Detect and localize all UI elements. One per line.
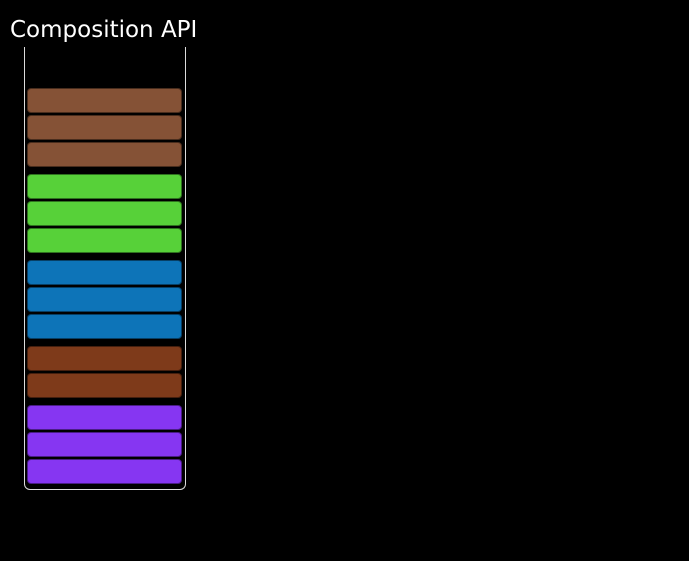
stack-block-blue[interactable] [27,287,182,312]
stack-block-brown[interactable] [27,88,182,113]
stack-block-green[interactable] [27,174,182,199]
stack-block-green[interactable] [27,201,182,226]
stack-block-dark-red[interactable] [27,346,182,371]
stack-block-purple[interactable] [27,459,182,484]
stack-title: Composition API [10,17,198,43]
stack-block-dark-red[interactable] [27,373,182,398]
stack-tube[interactable] [24,47,186,490]
stack-block-brown[interactable] [27,142,182,167]
stack-block-purple[interactable] [27,405,182,430]
stack-block-brown[interactable] [27,115,182,140]
stack-block-green[interactable] [27,228,182,253]
stack-block-blue[interactable] [27,314,182,339]
stack-tube-blocks [27,88,182,486]
stack-block-purple[interactable] [27,432,182,457]
stack-block-blue[interactable] [27,260,182,285]
